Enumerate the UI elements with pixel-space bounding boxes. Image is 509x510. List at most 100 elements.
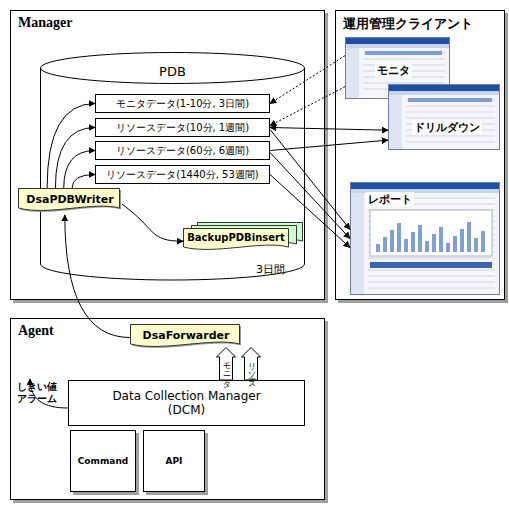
node-text: リソースデータ(60分, 6週間) <box>96 144 269 158</box>
backup-document-stack: BackupPDBinsert <box>183 222 303 254</box>
node-outline <box>388 84 500 150</box>
shape-part <box>363 83 445 84</box>
node-text: Command <box>71 456 135 466</box>
flow-block-arrow: モニタ <box>216 347 236 380</box>
data-store-box: リソースデータ(1440分, 53週間) <box>95 165 270 184</box>
node-text: モニタデータ(1-10分, 3日間) <box>96 97 269 111</box>
shape-part <box>383 237 387 252</box>
shape-part <box>368 282 495 283</box>
shape-part <box>41 53 305 84</box>
shape-part <box>346 44 449 48</box>
node-text: Agent <box>18 323 54 339</box>
shape-part <box>370 210 492 256</box>
connector <box>55 128 95 189</box>
node-text: リソース <box>245 357 257 384</box>
manager-box: Data Collection Manager (DCM) <box>68 380 305 426</box>
connector <box>64 151 95 189</box>
alarm-label: しきい値 アラーム <box>17 381 63 405</box>
node-text: API <box>144 456 204 466</box>
shape-part <box>41 68 305 280</box>
shape-part <box>411 232 415 252</box>
connector <box>270 128 388 131</box>
shape-part <box>474 238 478 252</box>
shape-part <box>346 48 359 98</box>
manager-frame: ManagerPDB モニタデータ(1-10分, 3日間) リソースデータ(10分,… <box>10 10 325 300</box>
shape-part <box>425 241 429 252</box>
retention-note: 3日間 <box>256 262 285 277</box>
shape-part <box>397 223 401 252</box>
flow-block-arrow: リソース <box>241 347 261 380</box>
connector <box>270 129 350 229</box>
connector <box>270 152 350 238</box>
node-text: ドリルダウン <box>412 120 482 135</box>
shape-part <box>453 236 457 252</box>
shape-part <box>370 262 492 268</box>
shape-part <box>376 244 380 252</box>
connector <box>47 104 95 189</box>
module-box: API <box>143 430 205 492</box>
shape-part <box>389 85 499 91</box>
node-text: モニタ <box>220 357 232 384</box>
node-text: 運用管理クライアント <box>343 15 473 33</box>
shape-part <box>439 227 443 252</box>
shape-part <box>481 231 485 252</box>
node-text: モニタ <box>375 63 412 78</box>
dotted-connector <box>270 56 345 104</box>
node-text: リソースデータ(1440分, 53週間) <box>96 168 269 182</box>
pdb-cylinder: PDB モニタデータ(1-10分, 3日間) リソースデータ(10分, 1週間) リソ… <box>40 52 305 280</box>
node-text: PDB <box>40 64 305 79</box>
process-document: DsaPDBWriter <box>18 188 122 215</box>
connector <box>122 204 183 241</box>
shape-part <box>365 51 442 55</box>
connector <box>65 215 130 338</box>
connector <box>270 175 350 248</box>
shape-part <box>467 222 471 252</box>
shape-part <box>406 142 495 143</box>
connector <box>72 175 95 189</box>
shape-part <box>390 230 394 252</box>
shape-part <box>432 234 436 252</box>
dotted-connector <box>270 87 345 126</box>
node-text: レポート <box>366 192 414 207</box>
node-text: DsaForwarder <box>130 329 242 342</box>
data-store-box: モニタデータ(1-10分, 3日間) <box>95 94 270 113</box>
module-box: Command <box>70 430 136 492</box>
shape-part <box>368 288 495 289</box>
node-text: DsaPDBWriter <box>18 193 122 206</box>
shape-part <box>346 38 449 44</box>
shape-part <box>406 106 495 107</box>
shape-part <box>184 229 289 250</box>
shape-part <box>389 85 500 150</box>
connector <box>270 140 388 150</box>
shape-part <box>368 276 495 277</box>
shape-part <box>406 136 495 137</box>
shape-part <box>408 98 492 102</box>
shape-part <box>368 270 495 271</box>
shape-part <box>460 229 464 252</box>
process-document: DsaForwarder <box>130 324 242 351</box>
client-frame: 運用管理クライアントモニタドリルダウンレポート <box>335 10 505 300</box>
shape-part <box>389 95 402 149</box>
shape-part <box>351 183 500 295</box>
shape-part <box>406 112 495 113</box>
shape-part <box>404 239 408 252</box>
shape-part <box>368 258 495 259</box>
shape-part <box>389 91 499 95</box>
node-text: BackupPDBinsert <box>183 232 289 243</box>
shape-part <box>363 59 445 60</box>
shape-part <box>418 225 422 252</box>
shape-part <box>351 193 364 294</box>
report-screenshot: レポート <box>350 182 500 295</box>
node-text: リソースデータ(10分, 1週間) <box>96 121 269 135</box>
data-store-box: リソースデータ(10分, 1週間) <box>95 118 270 137</box>
node-text: Manager <box>18 15 72 31</box>
node-text: Data Collection Manager (DCM) <box>107 389 267 417</box>
shape-part <box>351 183 499 189</box>
shape-part <box>446 243 450 252</box>
drilldown-screenshot: ドリルダウン <box>388 84 500 150</box>
data-store-box: リソースデータ(60分, 6週間) <box>95 141 270 160</box>
agent-frame: Agent DsaForwarderData Collection Manager… <box>10 318 325 500</box>
shape-part <box>406 118 495 119</box>
